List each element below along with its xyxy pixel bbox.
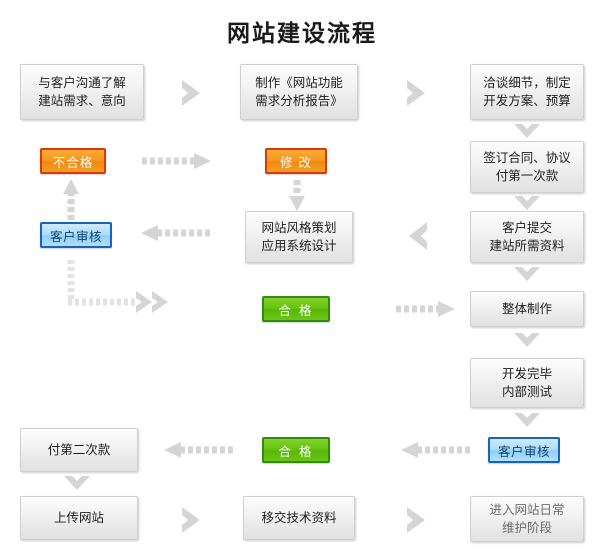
flow-node-n1[interactable]: 与客户沟通了解 建站需求、意向 <box>20 64 144 120</box>
chevron-down-icon <box>62 474 92 492</box>
flow-node-n8[interactable]: 网站风格策划 应用系统设计 <box>245 211 353 263</box>
chevron-down-icon <box>512 411 542 429</box>
flow-node-label: 签订合同、协议 付第一次款 <box>483 150 571 183</box>
dashed-arrow-down-icon <box>288 178 306 212</box>
flow-node-label: 与客户沟通了解 建站需求、意向 <box>38 75 126 108</box>
flow-node-label: 制作《网站功能 需求分析报告》 <box>255 75 343 108</box>
status-badge-label: 修 改 <box>280 154 312 170</box>
flow-node-label: 整体制作 <box>501 301 552 316</box>
chevron-down-icon <box>512 194 542 212</box>
flow-node-label: 付第二次款 <box>47 442 111 457</box>
status-badge-p5[interactable]: 合 格 <box>262 437 330 463</box>
chevron-down-icon <box>512 331 542 349</box>
status-badge-p1[interactable]: 不合格 <box>40 148 106 174</box>
chevron-down-icon <box>512 265 542 283</box>
flow-node-label: 进入网站日常 维护阶段 <box>489 502 565 535</box>
chevron-down-icon <box>512 122 542 140</box>
flow-node-label: 洽谈细节，制定 开发方案、预算 <box>483 75 571 108</box>
status-badge-label: 客户审核 <box>497 443 550 459</box>
flow-node-label: 上传网站 <box>53 510 104 525</box>
flow-node-n4[interactable]: 签订合同、协议 付第一次款 <box>470 141 584 193</box>
chevron-right-icon <box>178 505 204 535</box>
chevron-right-icon <box>403 505 429 535</box>
chevron-right-icon <box>178 78 204 108</box>
flow-node-n2[interactable]: 制作《网站功能 需求分析报告》 <box>240 64 358 120</box>
flow-node-label: 网站风格策划 应用系统设计 <box>261 220 337 253</box>
dashed-arrow-left-icon <box>140 224 212 242</box>
flow-node-label: 开发完毕 内部测试 <box>501 366 552 399</box>
flow-node-n6[interactable]: 整体制作 <box>470 291 584 327</box>
page-title: 网站建设流程 <box>227 21 377 47</box>
dashed-arrow-right-icon <box>140 152 212 170</box>
dashed-arrow-up-icon <box>62 178 80 222</box>
status-badge-p6[interactable]: 客户审核 <box>488 437 560 463</box>
status-badge-label: 不合格 <box>52 154 94 170</box>
dashed-arrow-right-icon <box>394 300 456 318</box>
flow-node-n7[interactable]: 开发完毕 内部测试 <box>470 358 584 408</box>
status-badge-label: 客户审核 <box>49 228 102 244</box>
flow-node-n11[interactable]: 移交技术资料 <box>243 496 355 540</box>
status-badge-label: 合 格 <box>278 443 314 459</box>
flow-node-n12[interactable]: 进入网站日常 维护阶段 <box>470 496 584 542</box>
flow-node-n10[interactable]: 上传网站 <box>20 496 138 540</box>
flow-node-label: 移交技术资料 <box>261 510 337 525</box>
dashed-arrow-left-icon <box>400 441 472 459</box>
chevron-left-icon <box>405 220 431 252</box>
flow-node-n9[interactable]: 付第二次款 <box>20 428 138 472</box>
flow-node-n5[interactable]: 客户提交 建站所需资料 <box>470 211 584 263</box>
flow-node-label: 客户提交 建站所需资料 <box>489 220 565 253</box>
chevron-right-icon <box>403 78 429 108</box>
status-badge-p2[interactable]: 修 改 <box>265 148 327 174</box>
status-badge-p3[interactable]: 客户审核 <box>40 222 112 248</box>
dashed-arrow-left-icon <box>163 441 235 459</box>
flow-node-n3[interactable]: 洽谈细节，制定 开发方案、预算 <box>470 64 584 120</box>
dotted-elbow-right-icon <box>62 258 172 316</box>
status-badge-label: 合 格 <box>278 302 314 318</box>
status-badge-p4[interactable]: 合 格 <box>262 296 330 322</box>
